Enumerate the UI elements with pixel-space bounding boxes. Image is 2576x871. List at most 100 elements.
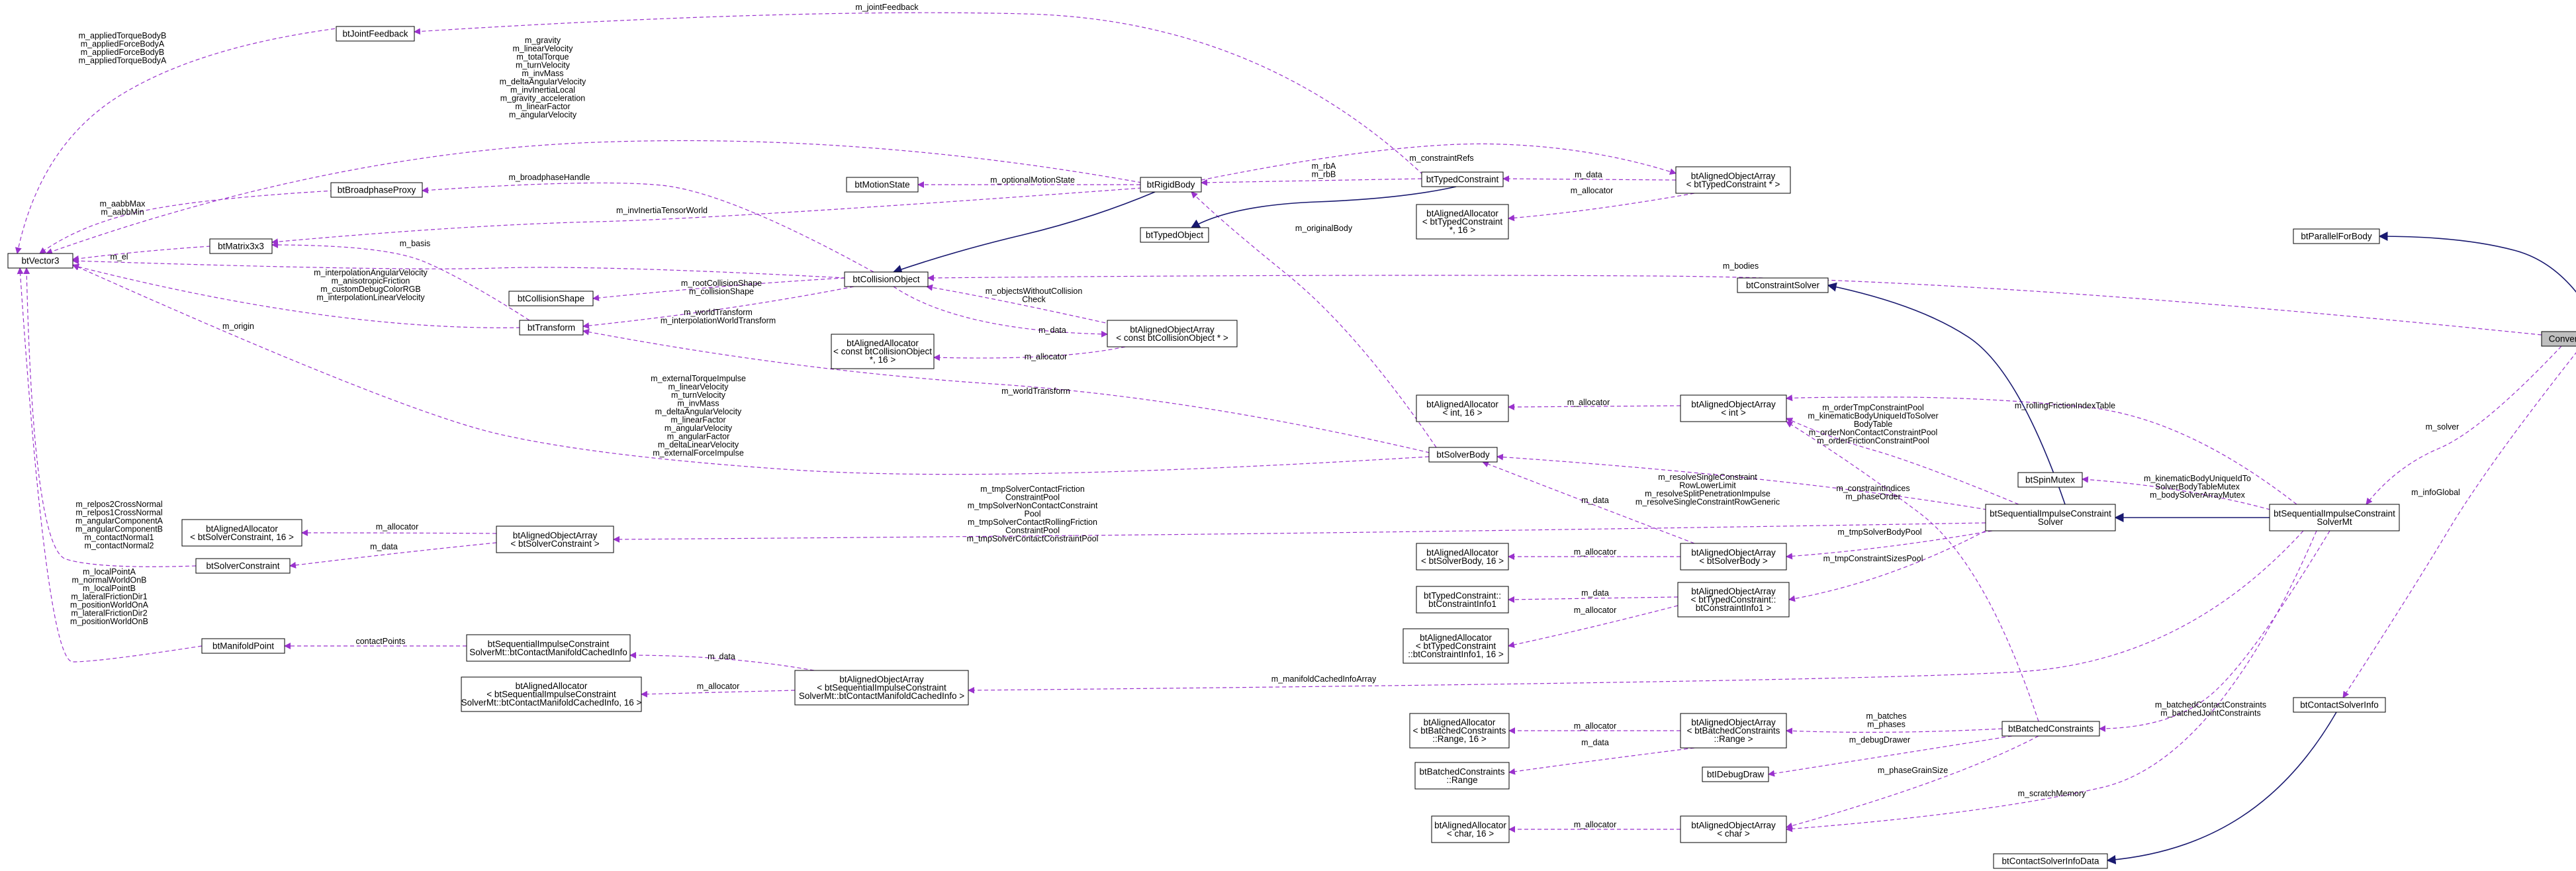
class-box (1140, 177, 1202, 193)
class-name: < btBatchedConstraints (1413, 726, 1506, 736)
class-node-btTypedObject[interactable]: btTypedObject (1140, 227, 1209, 243)
edge-label: m_localPointA (83, 567, 136, 576)
edge-label: m_invInertiaTensorWorld (616, 206, 708, 215)
class-node-arrCachedInfo[interactable]: btAlignedObjectArray< btSequentialImpuls… (794, 670, 969, 706)
class-node-arrChar[interactable]: btAlignedObjectArray< char > (1680, 815, 1787, 843)
class-name: btConstraintInfo1 > (1696, 603, 1772, 613)
class-node-allocChar[interactable]: btAlignedAllocator< char, 16 > (1431, 815, 1510, 843)
class-node-btCollisionObject[interactable]: btCollisionObject (844, 271, 929, 287)
class-name: btSequentialImpulseConstraint (2274, 508, 2395, 518)
edge-label: m_tmpSolverBodyPool (1837, 527, 1921, 537)
edge-solverconstraint-vec (23, 267, 197, 567)
class-node-allocRange[interactable]: btAlignedAllocator< btBatchedConstraints… (1409, 713, 1510, 749)
class-node-btCollisionShape[interactable]: btCollisionShape (508, 291, 594, 306)
edge-label: m_bodySolverArrayMutex (2150, 490, 2246, 500)
class-node-btBatchedConstraints[interactable]: btBatchedConstraints (2001, 721, 2100, 737)
edge-solverbody-vec (72, 264, 1430, 475)
class-node-btConstraintSolver[interactable]: btConstraintSolver (1737, 277, 1829, 293)
class-node-btParallelForBody[interactable]: btParallelForBody (2293, 228, 2380, 244)
class-node-btMatrix3x3[interactable]: btMatrix3x3 (209, 238, 273, 254)
class-node-btContactSolverInfoData[interactable]: btContactSolverInfoData (1993, 853, 2108, 869)
class-box (1702, 766, 1769, 782)
class-node-allocInt[interactable]: btAlignedAllocator< int, 16 > (1416, 394, 1509, 422)
class-node-arrInt[interactable]: btAlignedObjectArray< int > (1680, 394, 1787, 422)
class-name: btSolverConstraint (206, 561, 279, 571)
class-node-btTransform[interactable]: btTransform (519, 320, 584, 336)
edge-solver-arrsc (613, 522, 1986, 543)
edge-label: m_resolveSplitPenetrationImpulse (1645, 489, 1771, 498)
class-name: btAlignedObjectArray (1691, 717, 1776, 727)
class-node-btContactSolverInfo[interactable]: btContactSolverInfo (2293, 697, 2386, 713)
edge-label: m_constraintRefs (1409, 154, 1473, 163)
edge-solver-solverbody-line (1496, 453, 1988, 510)
edge-solvermt-spinmutex (2082, 476, 2271, 510)
class-name: < btSolverConstraint > (510, 539, 599, 549)
class-name: btAlignedObjectArray (839, 674, 924, 684)
class-node-arrRange[interactable]: btAlignedObjectArray< btBatchedConstrain… (1680, 713, 1787, 749)
edge-label: m_interpolationAngularVelocity (314, 268, 428, 277)
edge-label: m_tmpConstraintSizesPool (1823, 554, 1923, 563)
class-node-btTypedConstraint[interactable]: btTypedConstraint (1421, 171, 1504, 187)
edge-label: m_basis (400, 239, 431, 248)
class-name: btBatchedConstraints (1419, 766, 1504, 776)
class-node-btConstraintInfo1[interactable]: btTypedConstraint::btConstraintInfo1 (1416, 586, 1509, 614)
class-node-allocConstraintInfo1[interactable]: btAlignedAllocator< btTypedConstraint::b… (1403, 628, 1509, 664)
class-name: btConstraintInfo1 (1428, 599, 1496, 609)
class-name: btCollisionShape (518, 294, 584, 304)
edge-arrint-alloc-line (1508, 403, 1681, 410)
class-node-btSolverConstraint[interactable]: btSolverConstraint (195, 558, 291, 574)
class-node-btVector3[interactable]: btVector3 (7, 253, 73, 269)
class-name: btSolverBody (1436, 450, 1490, 460)
edge-label: m_phaseOrder (1845, 492, 1900, 502)
edge-label: m_data (1581, 496, 1609, 505)
class-node-btJointFeedback[interactable]: btJointFeedback (336, 26, 415, 42)
class-node-ConvertBodiesLoop[interactable]: ConvertBodiesLoop (2541, 331, 2576, 347)
class-node-allocSolverBody[interactable]: btAlignedAllocator< btSolverBody, 16 > (1416, 543, 1509, 571)
class-node-allocConstCollObj[interactable]: btAlignedAllocator< const btCollisionObj… (831, 334, 935, 369)
edge-label: Pool (1024, 510, 1040, 519)
class-name: btContactSolverInfo (2300, 700, 2379, 710)
edge-label: m_tmpSolverContactFriction (980, 484, 1085, 494)
class-node-arrConstraintInfo1[interactable]: btAlignedObjectArray< btTypedConstraint:… (1677, 582, 1790, 618)
class-node-cachedInfo[interactable]: btSequentialImpulseConstraintSolverMt::b… (466, 634, 631, 662)
class-node-btMotionState[interactable]: btMotionState (846, 177, 919, 193)
class-node-arrSolverConstraint[interactable]: btAlignedObjectArray< btSolverConstraint… (496, 526, 614, 553)
edge-arrci1-alloc (1508, 605, 1679, 648)
class-node-btSpinMutex[interactable]: btSpinMutex (2017, 472, 2083, 488)
class-node-arrConstCollObj[interactable]: btAlignedObjectArray< const btCollisionO… (1107, 320, 1238, 347)
class-node-arrSolverBody[interactable]: btAlignedObjectArray< btSolverBody > (1680, 543, 1787, 571)
edge-label: m_contactNormal2 (85, 541, 154, 551)
edge-collobj-vec (72, 257, 847, 279)
class-node-allocCachedInfo[interactable]: btAlignedAllocator< btSequentialImpulseC… (461, 676, 642, 712)
class-node-allocTypedConstraint[interactable]: btAlignedAllocator< btTypedConstraint *,… (1416, 204, 1509, 240)
class-node-allocSolverConstraint[interactable]: btAlignedAllocator< btSolverConstraint, … (181, 519, 302, 547)
edge-jointfeedback-vec-line (15, 27, 342, 254)
class-box (2541, 331, 2576, 347)
edge-typedconstraint-typedobject-line (1190, 186, 1457, 228)
class-box (1675, 166, 1791, 194)
edge-label: m_angularVelocity (509, 111, 577, 120)
edge-convert-collobj-line (927, 274, 2542, 336)
edge-solver-constraintsolver-line (1827, 282, 2066, 505)
class-node-btBroadphaseProxy[interactable]: btBroadphaseProxy (330, 182, 423, 198)
edge-convert-collobj (927, 274, 2542, 336)
class-node-arrTypedConstraint[interactable]: btAlignedObjectArray< btTypedConstraint … (1675, 166, 1791, 194)
edge-arrci1-alloc-line (1508, 605, 1679, 648)
edge-label: m_phaseGrainSize (1878, 766, 1948, 775)
class-box (1680, 815, 1787, 843)
class-node-btIDebugDraw[interactable]: btIDebugDraw (1702, 766, 1769, 782)
edge-arrsb-solverbody-line (1482, 461, 1695, 544)
class-node-btSolverBody[interactable]: btSolverBody (1428, 447, 1498, 463)
edge-solverbody-rigidbody-line (1191, 191, 1437, 448)
class-node-btRigidBody[interactable]: btRigidBody (1140, 177, 1202, 193)
edge-arrco-alloc-line (933, 346, 1126, 361)
edge-label: m_allocator (1574, 820, 1617, 829)
class-node-btManifoldPoint[interactable]: btManifoldPoint (201, 638, 285, 654)
class-name: btIDebugDraw (1707, 770, 1765, 780)
edge-label: m_turnVelocity (671, 390, 726, 400)
edge-jointfeedback-vec (15, 27, 342, 254)
class-node-btRange[interactable]: btBatchedConstraints::Range (1414, 762, 1510, 790)
edge-label: m_allocator (1574, 721, 1617, 731)
